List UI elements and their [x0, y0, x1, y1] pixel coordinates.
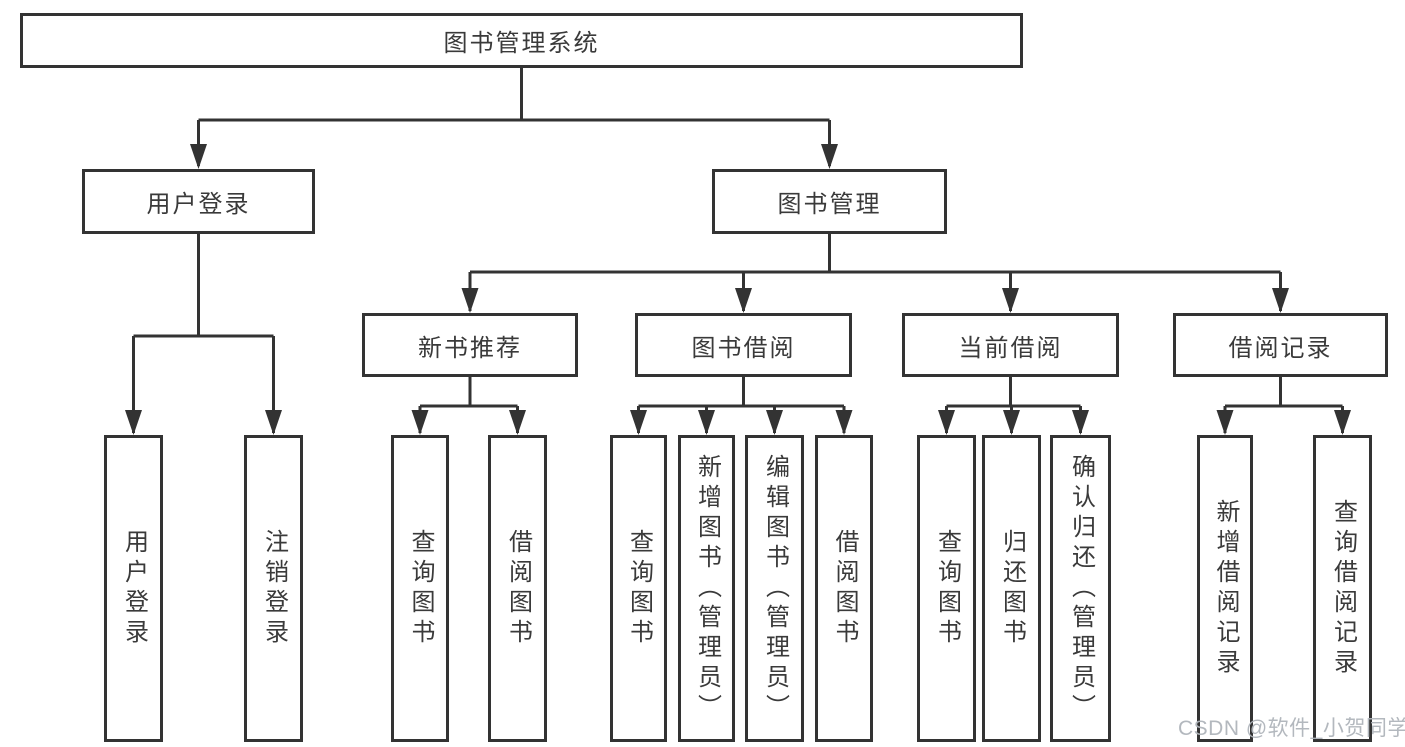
- node-edit-books-admin: 编辑图书（管理员）: [745, 435, 804, 742]
- node-query-borrow-record: 查询借阅记录: [1313, 435, 1372, 742]
- node-return-books: 归还图书: [982, 435, 1041, 742]
- node-label: 查询借阅记录: [1329, 498, 1357, 679]
- node-add-books-admin: 新增图书（管理员）: [678, 435, 735, 742]
- node-label: 用户登录: [146, 191, 251, 218]
- node-label: 用户登录: [120, 528, 148, 649]
- node-borrowing-records: 借阅记录: [1173, 313, 1388, 377]
- node-logout-action: 注销登录: [244, 435, 303, 742]
- connector-arrowheads: [125, 144, 1351, 435]
- node-current-borrowing: 当前借阅: [902, 313, 1119, 377]
- csdn-watermark: CSDN @软件_小贺同学: [1178, 717, 1405, 740]
- node-query-books-current: 查询图书: [917, 435, 976, 742]
- node-label: 编辑图书（管理员）: [761, 453, 789, 724]
- node-add-borrow-record: 新增借阅记录: [1197, 435, 1253, 742]
- node-label: 图书管理系统: [443, 30, 600, 57]
- node-borrow-books-borrow: 借阅图书: [815, 435, 873, 742]
- node-label: 查询图书: [625, 528, 653, 649]
- node-book-borrowing: 图书借阅: [635, 313, 852, 377]
- node-label: 图书借阅: [691, 334, 796, 362]
- node-label: 新书推荐: [418, 334, 522, 362]
- connector-lines: [132, 68, 1344, 433]
- node-label: 注销登录: [260, 528, 288, 649]
- node-label: 当前借阅: [958, 334, 1063, 362]
- node-label: 归还图书: [998, 528, 1026, 649]
- node-label: 图书管理: [777, 191, 882, 218]
- node-new-book-recommend: 新书推荐: [362, 313, 578, 377]
- node-label: 查询图书: [933, 528, 961, 649]
- node-user-login: 用户登录: [82, 169, 315, 234]
- node-label: 新增图书（管理员）: [693, 453, 721, 724]
- node-library-management-system: 图书管理系统: [20, 13, 1023, 68]
- node-confirm-return-admin: 确认归还（管理员）: [1050, 435, 1111, 742]
- node-user-login-action: 用户登录: [104, 435, 163, 742]
- node-query-books-borrow: 查询图书: [610, 435, 667, 742]
- node-book-management: 图书管理: [712, 169, 947, 234]
- node-label: 新增借阅记录: [1212, 498, 1239, 679]
- node-label: 确认归还（管理员）: [1067, 453, 1095, 724]
- node-label: 借阅图书: [831, 528, 858, 649]
- node-label: 查询图书: [407, 528, 434, 649]
- node-query-books-newbooks: 查询图书: [391, 435, 449, 742]
- node-label: 借阅图书: [504, 528, 532, 649]
- node-label: 借阅记录: [1228, 334, 1333, 362]
- node-borrow-books-newbooks: 借阅图书: [488, 435, 547, 742]
